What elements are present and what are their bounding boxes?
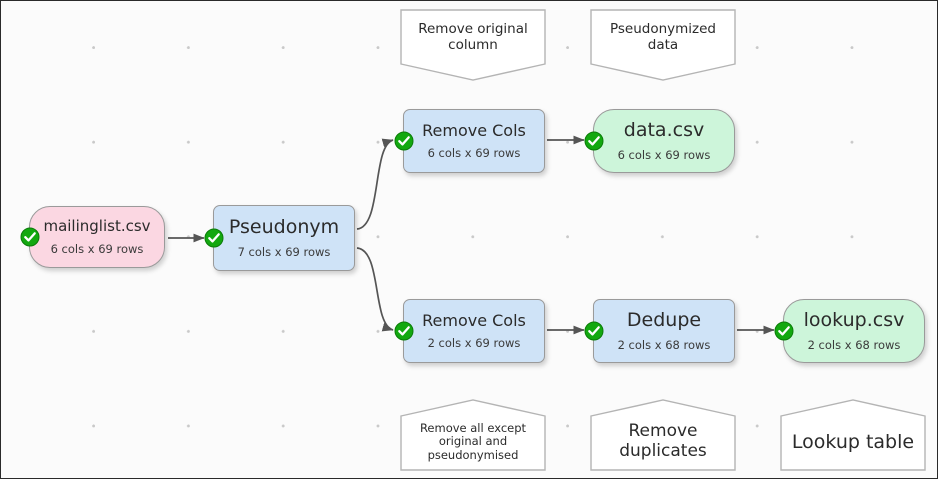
node-remove-cols-top[interactable]: Remove Cols 6 cols x 69 rows [394,109,545,173]
note-label: Pseudonymized data [609,21,717,53]
note-remove-all-except[interactable]: Remove all except original and pseudonym… [400,399,546,471]
check-circle-icon [584,131,604,151]
node-title: Remove Cols [422,310,526,330]
node-dedupe[interactable]: Dedupe 2 cols x 68 rows [584,299,735,363]
node-subtitle: 6 cols x 69 rows [427,146,521,161]
edge-pseudonym-to-remove-cols-top [356,138,394,230]
note-remove-original-column[interactable]: Remove original column [400,9,546,81]
node-subtitle: 7 cols x 69 rows [237,244,331,259]
note-shape [400,399,546,471]
node-lookup-csv[interactable]: lookup.csv 2 cols x 68 rows [774,299,925,363]
note-shape [590,399,736,471]
check-circle-icon [774,321,794,341]
node-title: mailinglist.csv [43,217,151,236]
node-title: data.csv [623,119,705,142]
node-subtitle: 2 cols x 68 rows [617,337,711,352]
node-subtitle: 6 cols x 69 rows [50,241,144,256]
check-circle-icon [394,321,414,341]
check-circle-icon [394,131,414,151]
note-remove-duplicates[interactable]: Remove duplicates [590,399,736,471]
node-subtitle: 6 cols x 69 rows [617,147,711,162]
node-title: lookup.csv [803,309,905,332]
node-data-csv[interactable]: data.csv 6 cols x 69 rows [584,109,735,173]
node-subtitle: 2 cols x 68 rows [807,337,901,352]
note-shape [590,9,736,81]
check-circle-icon [584,321,604,341]
note-shape [400,9,546,81]
check-circle-icon [20,227,40,247]
note-lookup-table[interactable]: Lookup table [780,399,926,471]
note-label: Remove original column [418,21,528,53]
note-shape [780,399,926,471]
note-label: Remove all except original and pseudonym… [419,421,527,462]
node-title: Remove Cols [422,120,526,140]
note-pseudonymized-data[interactable]: Pseudonymized data [590,9,736,81]
node-title: Dedupe [626,309,702,332]
note-label: Remove duplicates [619,421,707,461]
note-label: Lookup table [791,430,915,453]
node-mailinglist-csv[interactable]: mailinglist.csv 6 cols x 69 rows [20,206,165,268]
edge-pseudonym-to-remove-cols-bottom [356,247,394,332]
check-circle-icon [204,228,224,248]
node-subtitle: 2 cols x 69 rows [427,336,521,351]
node-pseudonym[interactable]: Pseudonym 7 cols x 69 rows [204,205,355,271]
node-title: Pseudonym [228,216,340,239]
node-remove-cols-bottom[interactable]: Remove Cols 2 cols x 69 rows [394,299,545,363]
